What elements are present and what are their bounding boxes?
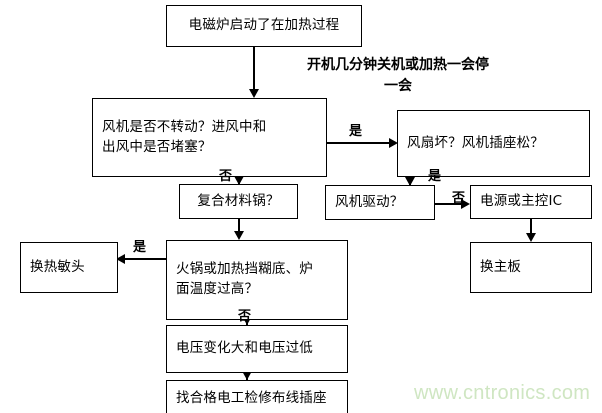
node-replace-sensor[interactable]: 换热敏头	[20, 242, 118, 293]
edge-fan-drive-to-power-ic	[435, 203, 464, 205]
node-fan-check[interactable]: 风机是否不转动？进风中和 出风中是否堵塞？	[92, 98, 327, 177]
node-start[interactable]: 电磁炉启动了在加热过程	[166, 5, 362, 47]
edge-label-hotpot-yes: 是	[133, 240, 147, 255]
edge-start-to-fan-check	[253, 47, 255, 93]
arrowhead-hotpot-to-voltage	[242, 316, 252, 325]
node-voltage[interactable]: 电压变化大和电压过低	[166, 325, 348, 373]
arrowhead-fan-broken-to-fan-drive	[405, 177, 415, 186]
edge-hotpot-to-replace-sensor	[124, 258, 168, 260]
arrowhead-composite-pot-to-hotpot	[234, 231, 244, 240]
edge-power-ic-to-replace-board	[530, 219, 532, 236]
edge-fan-check-to-fan-broken	[327, 142, 391, 144]
edge-label-fan-check-yes: 是	[349, 124, 363, 139]
node-composite-pot[interactable]: 复合材料锅？	[179, 184, 298, 219]
edge-composite-pot-to-hotpot	[238, 219, 240, 235]
edge-label-hotpot-no: 否	[238, 309, 252, 324]
node-fan-drive[interactable]: 风机驱动？	[325, 185, 435, 220]
edge-label-fan-check-no: 否	[219, 169, 233, 184]
node-fan-broken[interactable]: 风扇坏？风机插座松？	[397, 110, 590, 177]
arrowhead-fan-check-to-fan-broken	[389, 138, 398, 148]
edge-label-fan-drive-yes: 是	[428, 169, 442, 184]
arrowhead-hotpot-to-replace-sensor	[116, 254, 125, 264]
arrowhead-start-to-fan-check	[249, 89, 259, 98]
watermark-text: www.cntronics.com	[414, 382, 591, 404]
node-hotpot-temp[interactable]: 火锅或加热挡糊底、炉 面温度过高？	[166, 240, 348, 320]
node-electrician[interactable]: 找合格电工检修布线插座	[166, 380, 348, 413]
edge-label-fan-drive-no: 否	[452, 191, 466, 206]
node-replace-board[interactable]: 换主板	[470, 242, 592, 293]
arrowhead-fan-drive-to-power-ic	[461, 199, 470, 209]
arrowhead-power-ic-to-replace-board	[526, 233, 536, 242]
node-power-ic[interactable]: 电源或主控IC	[470, 185, 592, 219]
caption-symptom: 开机几分钟关机或加热一会停 一会	[307, 57, 489, 94]
arrowhead-voltage-to-electrician	[242, 371, 252, 380]
arrowhead-fan-check-to-composite-pot	[234, 176, 244, 185]
